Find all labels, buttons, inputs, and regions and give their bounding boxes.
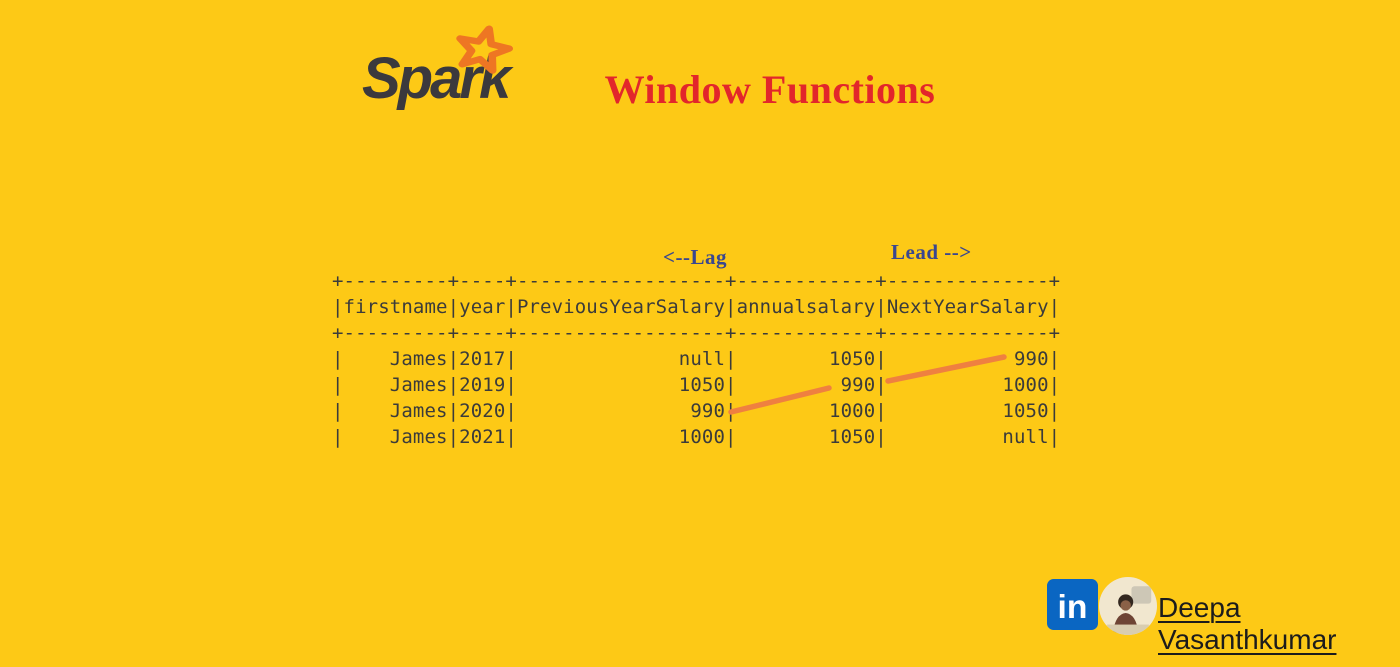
- linkedin-icon-text: in: [1058, 589, 1088, 626]
- lead-annotation: Lead -->: [891, 240, 972, 264]
- avatar-foreground: [1107, 624, 1149, 635]
- avatar-backdrop-shape: [1131, 586, 1152, 604]
- author-avatar: [1099, 577, 1157, 635]
- spark-logo-text: Spark: [362, 46, 511, 111]
- linkedin-icon-background: [1047, 579, 1098, 630]
- page-title: Window Functions: [604, 67, 936, 112]
- lag-annotation: <--Lag: [663, 245, 727, 269]
- spark-star-icon: [456, 25, 514, 74]
- avatar-face: [1120, 600, 1131, 611]
- linkedin-icon[interactable]: in: [1047, 578, 1098, 631]
- spark-logo: Spark: [362, 16, 542, 120]
- spark-star-outline: [456, 25, 514, 74]
- author-name-link[interactable]: Deepa Vasanthkumar: [1158, 592, 1337, 655]
- spark-dataframe-output: +---------+----+------------------+-----…: [332, 270, 1061, 448]
